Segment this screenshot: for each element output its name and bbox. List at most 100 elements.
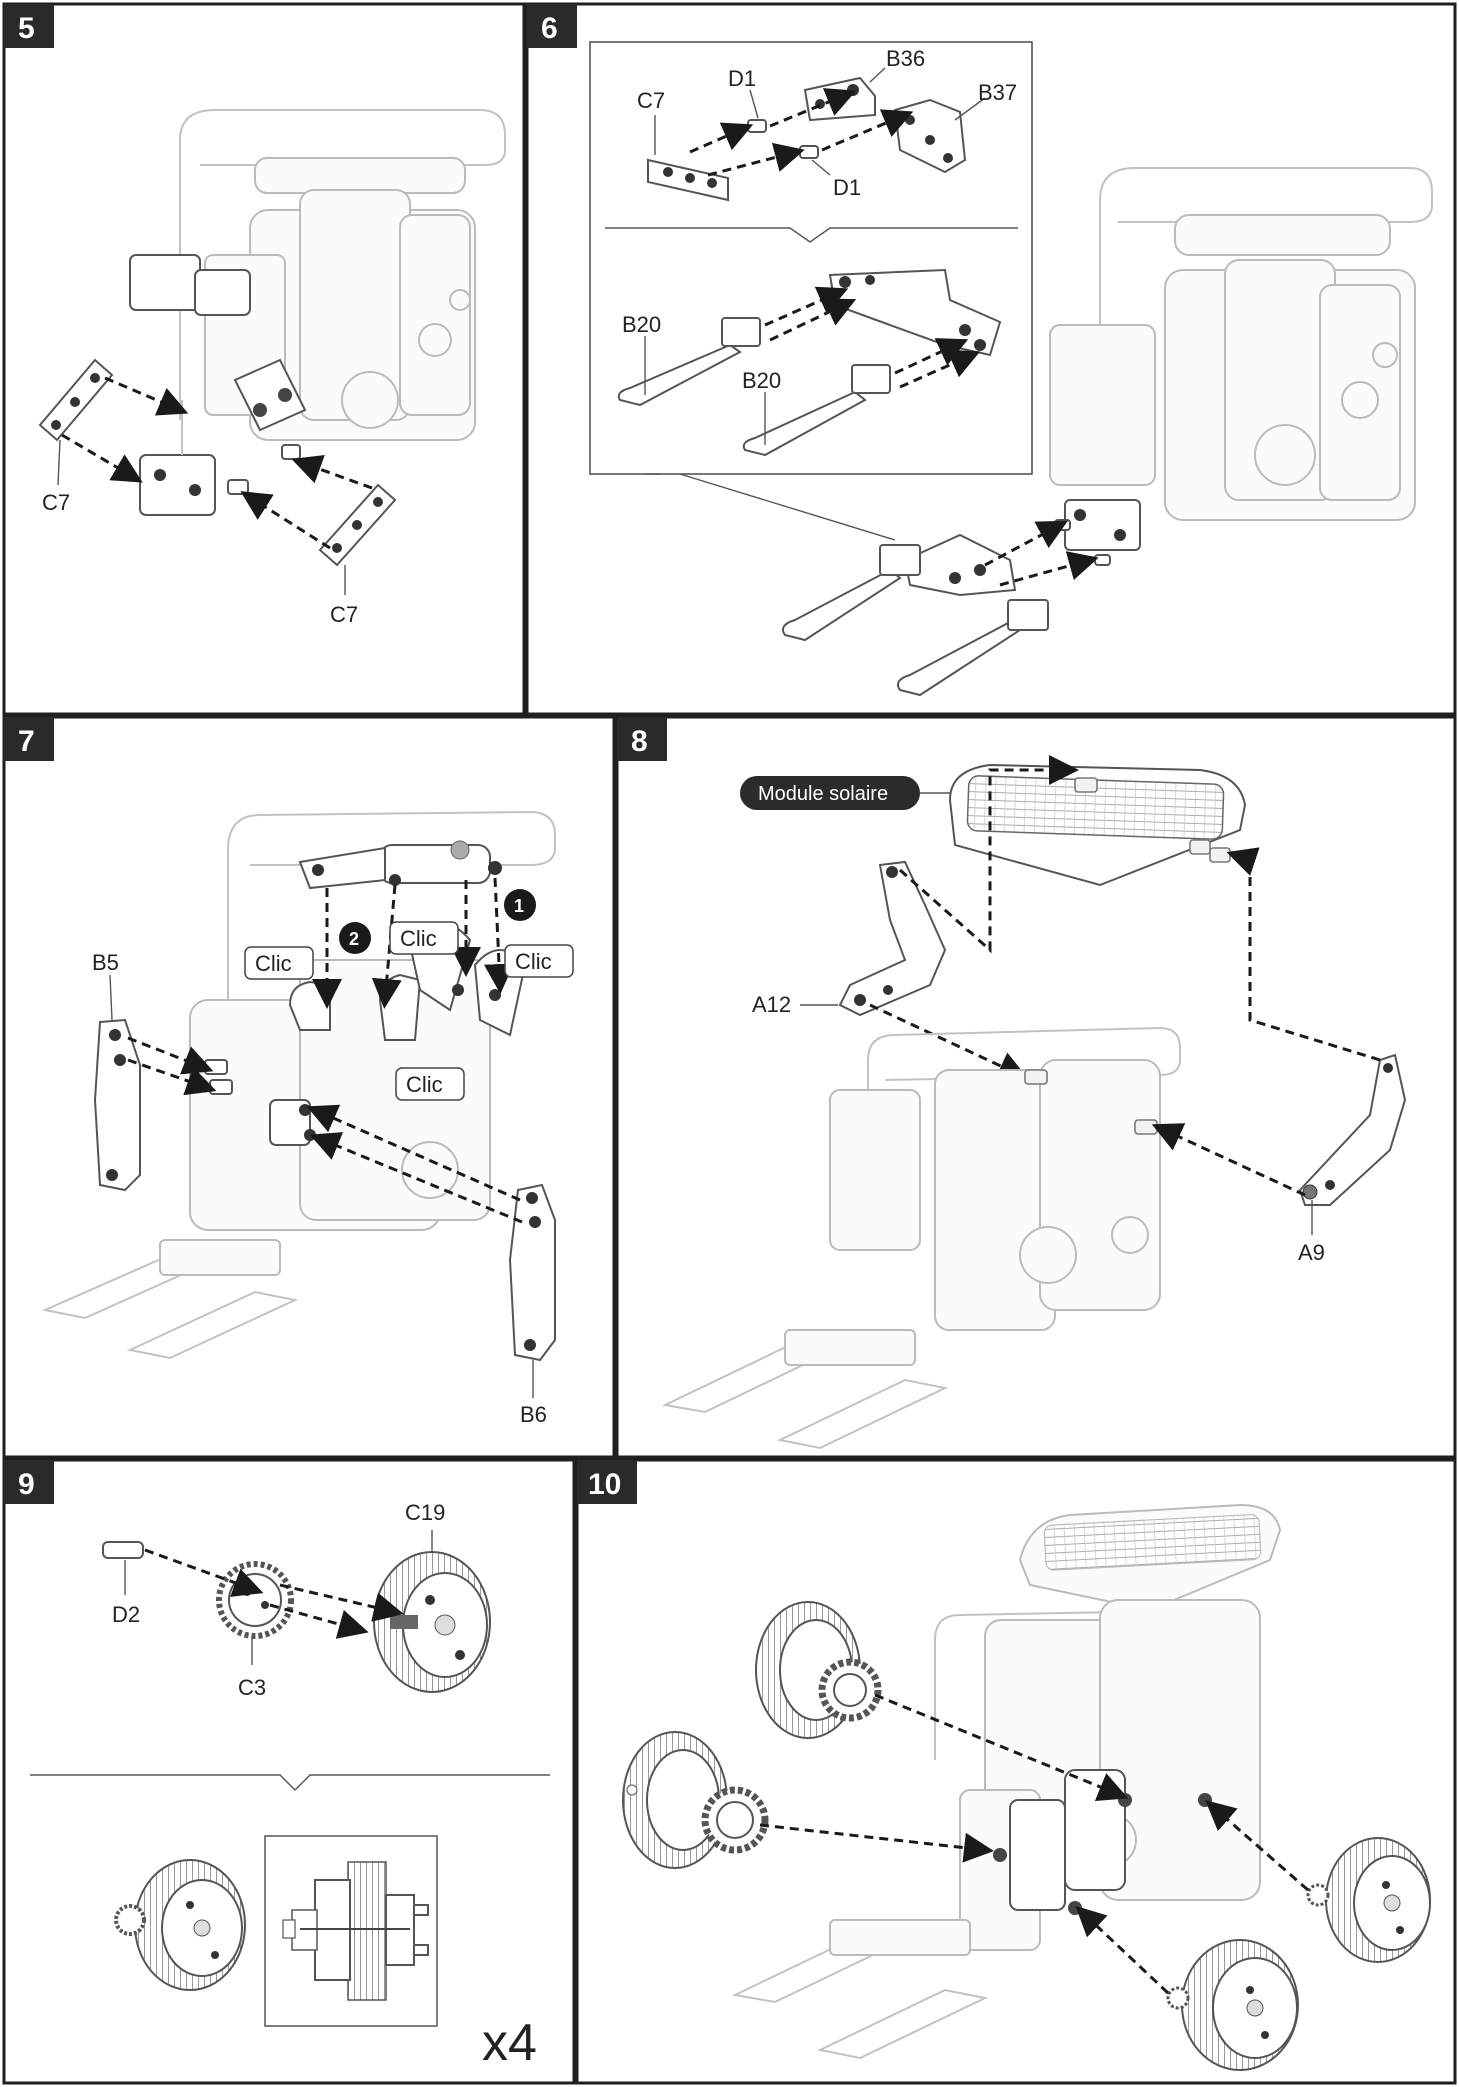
part-label-c7: C7 — [330, 602, 358, 627]
svg-text:Clic: Clic — [400, 926, 437, 951]
step-8-a12-piece — [838, 860, 947, 1017]
step-8-panel: 8 Module solaire A12 — [615, 715, 1457, 1459]
step-5-arrow — [240, 491, 331, 550]
wheel-right-rear-icon — [1306, 1837, 1431, 1963]
clic-callout: Clic — [244, 946, 314, 980]
solar-module-label: Module solaire — [758, 783, 888, 805]
part-label-b37: B37 — [978, 80, 1017, 105]
step-10-arrow — [1205, 1800, 1309, 1892]
part-label-b5: B5 — [92, 950, 119, 975]
part-label-b36: B36 — [886, 46, 925, 71]
step-5-panel: 5 — [2, 2, 526, 716]
part-label-d1: D1 — [728, 66, 756, 91]
step-10-number: 10 — [588, 1468, 621, 1501]
step-5-number: 5 — [18, 12, 35, 45]
quantity-multiplier: x4 — [482, 2014, 537, 2072]
part-label-d1: D1 — [833, 175, 861, 200]
step-7-b5-piece — [93, 1018, 141, 1192]
step-6-arrow — [899, 349, 981, 389]
step-6-number: 6 — [541, 12, 558, 45]
step-7-arrow — [309, 1132, 523, 1224]
step-6-arrow — [999, 551, 1099, 587]
part-label-b20: B20 — [742, 368, 781, 393]
step-6-fork-lower — [742, 364, 891, 457]
step-7-top-actuator — [298, 840, 502, 890]
step-10-panel: 10 — [575, 1458, 1457, 2085]
d1-pin-icon — [799, 145, 819, 159]
c19-wheel-icon — [373, 1551, 491, 1693]
step-7-panel: 7 2 1 — [2, 715, 616, 1459]
step-6-arrow — [894, 338, 969, 375]
inset-pointer — [679, 473, 896, 541]
step-9-arrow — [279, 1583, 404, 1622]
step-6-forks-assembled — [782, 533, 1049, 697]
step-6-arrow — [764, 286, 849, 327]
leader-line — [811, 159, 831, 176]
clic-callout: Clic — [389, 921, 459, 955]
step-7-b6-piece — [508, 1183, 556, 1362]
inset-divider — [605, 227, 1018, 243]
wheel-left-rear-icon — [755, 1601, 882, 1739]
clic-callout: Clic — [504, 944, 574, 978]
step-6-badge — [527, 4, 577, 48]
step-8-arrow — [899, 755, 1079, 954]
step-7-arrow — [127, 1036, 214, 1075]
step-7-arrow — [371, 884, 402, 1009]
step-10-arrow — [759, 1823, 994, 1863]
step-6-panel: 6 C7 D1 B36 B37 D1 — [525, 2, 1457, 716]
step-7-arrow — [484, 877, 515, 994]
leader-line — [749, 89, 759, 119]
order-marker-1-text: 1 — [514, 896, 524, 916]
svg-text:Clic: Clic — [406, 1072, 443, 1097]
step-7-badge — [4, 717, 54, 761]
wheel-left-front-icon — [622, 1731, 769, 1869]
leader-line — [57, 439, 61, 486]
d2-pin-icon — [102, 1541, 144, 1559]
wheel-cross-section-icon — [282, 1861, 429, 2001]
step-9-number: 9 — [18, 1468, 35, 1501]
part-label-b20: B20 — [622, 312, 661, 337]
step-8-arrow — [1226, 847, 1381, 1062]
step-9-arrow — [144, 1548, 264, 1597]
svg-text:Clic: Clic — [255, 951, 292, 976]
step-5-arrow — [291, 455, 373, 490]
leader-line — [109, 974, 113, 1021]
part-label-a9: A9 — [1298, 1240, 1325, 1265]
step-6-arrow — [707, 142, 805, 177]
c3-gear-icon — [216, 1561, 294, 1639]
step-7-number: 7 — [18, 725, 35, 758]
d1-pin-icon — [747, 119, 767, 133]
step-8-pin — [1134, 1119, 1158, 1135]
part-label-c19: C19 — [405, 1500, 445, 1525]
part-label-a12: A12 — [752, 992, 791, 1017]
step-5-c7-left — [38, 358, 114, 442]
part-label-c3: C3 — [238, 1675, 266, 1700]
step-6-c7-piece — [647, 158, 729, 202]
step-9-panel: 9 D2 C3 C19 — [2, 1458, 576, 2085]
step-7-arrow — [306, 1104, 521, 1202]
clic-callout: Clic — [395, 1067, 465, 1101]
step-8-robot-ghost — [661, 1026, 1181, 1450]
step-8-number: 8 — [631, 725, 648, 758]
order-marker-2-text: 2 — [349, 929, 359, 949]
step-9-badge — [4, 1460, 54, 1504]
step-5-c7-right — [318, 483, 397, 567]
wheel-right-front-icon — [1166, 1939, 1299, 2071]
solar-module-pill — [740, 776, 920, 810]
solar-module — [948, 763, 1247, 887]
step-8-arrow — [1151, 1123, 1306, 1197]
part-label-c7: C7 — [42, 490, 70, 515]
step-8-arrow — [869, 1003, 1029, 1080]
step-9-divider — [30, 1774, 550, 1791]
step-10-badge — [577, 1460, 637, 1504]
step-6-arrow — [821, 109, 914, 152]
step-10-arrow — [1075, 1905, 1170, 1995]
step-6-robot-ghost — [1049, 167, 1433, 521]
assembled-wheel-icon — [114, 1859, 246, 1991]
part-label-d2: D2 — [112, 1602, 140, 1627]
step-9-arrow — [269, 1603, 369, 1639]
part-label-c7: C7 — [637, 88, 665, 113]
svg-text:Clic: Clic — [515, 949, 552, 974]
step-6-arrow — [689, 122, 754, 154]
